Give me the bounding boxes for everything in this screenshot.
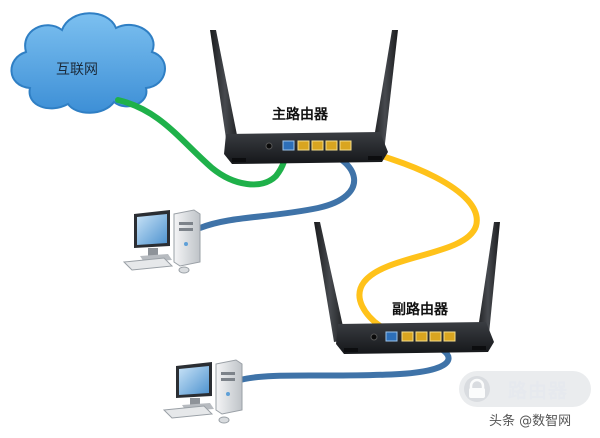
lan-cable-sub-to-pc2 bbox=[237, 337, 452, 383]
desktop-computer-icon bbox=[122, 209, 201, 274]
cloud-icon bbox=[10, 12, 166, 114]
sub-router-lan-ports bbox=[401, 331, 456, 342]
cloud-label: 互联网 bbox=[56, 62, 98, 78]
sub-router bbox=[314, 222, 500, 354]
sub-router-wan-port bbox=[385, 331, 398, 342]
lan-cable-main-to-sub bbox=[347, 145, 480, 329]
lan-cable-main-to-pc1 bbox=[197, 146, 357, 231]
main-router-antenna-right bbox=[372, 30, 398, 152]
desktop-computer-icon bbox=[162, 359, 243, 424]
main-router bbox=[210, 30, 398, 164]
sub-router-label: 副路由器 bbox=[392, 302, 448, 318]
main-router-lan-ports bbox=[297, 140, 352, 151]
watermark-brand: 路由器 bbox=[508, 380, 569, 402]
sub-router-antenna-left bbox=[314, 222, 346, 342]
watermark-logo bbox=[459, 371, 591, 407]
internet-cloud bbox=[10, 12, 166, 114]
main-router-wan-port bbox=[282, 140, 295, 151]
main-router-label: 主路由器 bbox=[272, 107, 328, 123]
internet-cable bbox=[115, 97, 290, 188]
sub-router-body bbox=[336, 322, 494, 354]
watermark-source: 头条 @数智网 bbox=[489, 414, 572, 429]
main-router-antenna-left bbox=[210, 30, 240, 152]
sub-router-antenna-right bbox=[476, 222, 500, 344]
lock-icon bbox=[464, 376, 490, 402]
